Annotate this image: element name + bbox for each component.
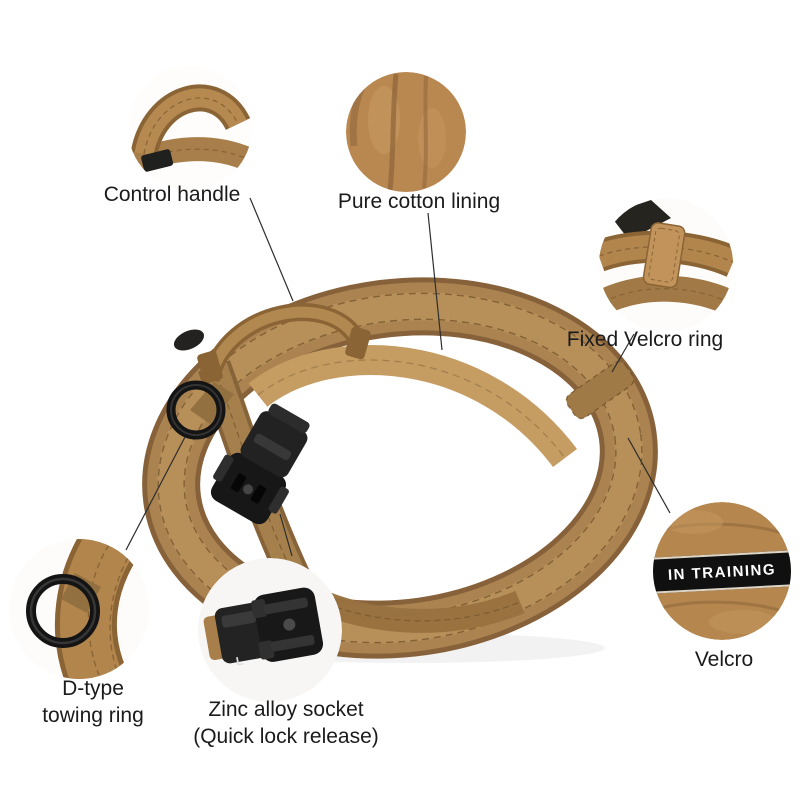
control-handle-zoom: [128, 66, 252, 190]
label-line: Zinc alloy socket: [208, 698, 364, 721]
label-line: Fixed Velcro ring: [566, 328, 724, 351]
cotton-lining-zoom: [346, 72, 466, 192]
zinc-buckle: [210, 403, 310, 525]
callout-label-fixed-velcro-ring: Fixed Velcro ring: [567, 326, 723, 353]
patch-text: IN TRAINING: [667, 560, 777, 584]
callout-label-d-ring: D-type towing ring: [42, 675, 144, 729]
label-line: Control handle: [103, 183, 241, 206]
cotton-lining-photo: [346, 72, 466, 192]
label-line: Pure cotton lining: [337, 190, 501, 213]
fixed-velcro-ring-zoom: [599, 198, 733, 332]
fixed-velcro-ring-photo: [599, 198, 733, 332]
zinc-socket-zoom: [198, 558, 342, 702]
label-line: (Quick lock release): [193, 725, 379, 748]
strap-tail-stitch: [307, 595, 521, 622]
in-training-patch: IN TRAINING: [653, 549, 791, 595]
label-line: Velcro: [694, 648, 754, 671]
control-handle: [173, 303, 371, 384]
fixed-velcro-ring: [565, 360, 635, 420]
velcro-photo: IN TRAINING: [653, 502, 791, 640]
callout-label-cotton-lining: Pure cotton lining: [338, 188, 500, 215]
callout-label-velcro: Velcro: [695, 646, 753, 673]
zinc-socket-photo: L: [198, 558, 342, 702]
lining-stitch: [257, 359, 566, 459]
d-ring: [166, 380, 234, 440]
label-line: D-type: [62, 677, 124, 700]
leader-lines: [125, 197, 671, 557]
callout-label-zinc-socket: Zinc alloy socket (Quick lock release): [193, 696, 379, 750]
control-handle-photo: [128, 66, 252, 190]
callout-label-control-handle: Control handle: [104, 181, 241, 208]
label-line: towing ring: [42, 704, 144, 727]
d-ring-zoom: [9, 539, 149, 679]
d-ring-photo: [9, 539, 149, 679]
